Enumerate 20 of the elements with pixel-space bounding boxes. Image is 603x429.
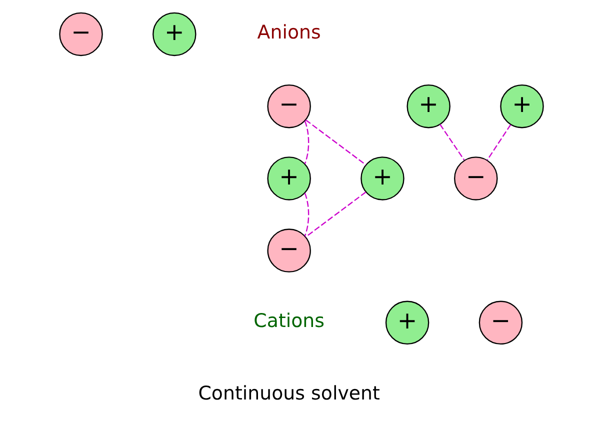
node-circle: + (385, 300, 430, 345)
connector (304, 120, 310, 164)
node-circle: + (267, 156, 311, 200)
node-circle: − (59, 12, 103, 56)
label: Continuous solvent (198, 382, 380, 404)
label: Cations (254, 310, 325, 332)
node-circle: − (454, 156, 498, 200)
node-circle: + (500, 84, 544, 128)
connector (486, 124, 512, 161)
node-circle: + (406, 84, 450, 128)
label: Anions (257, 22, 321, 44)
connector (305, 120, 366, 166)
node-circle: − (267, 228, 311, 272)
connector (305, 192, 366, 238)
connector (440, 124, 465, 160)
node-circle: − (267, 84, 311, 128)
node-circle: + (152, 12, 196, 56)
node-circle: − (478, 300, 523, 345)
connector (304, 192, 310, 236)
node-circle: + (360, 156, 404, 200)
